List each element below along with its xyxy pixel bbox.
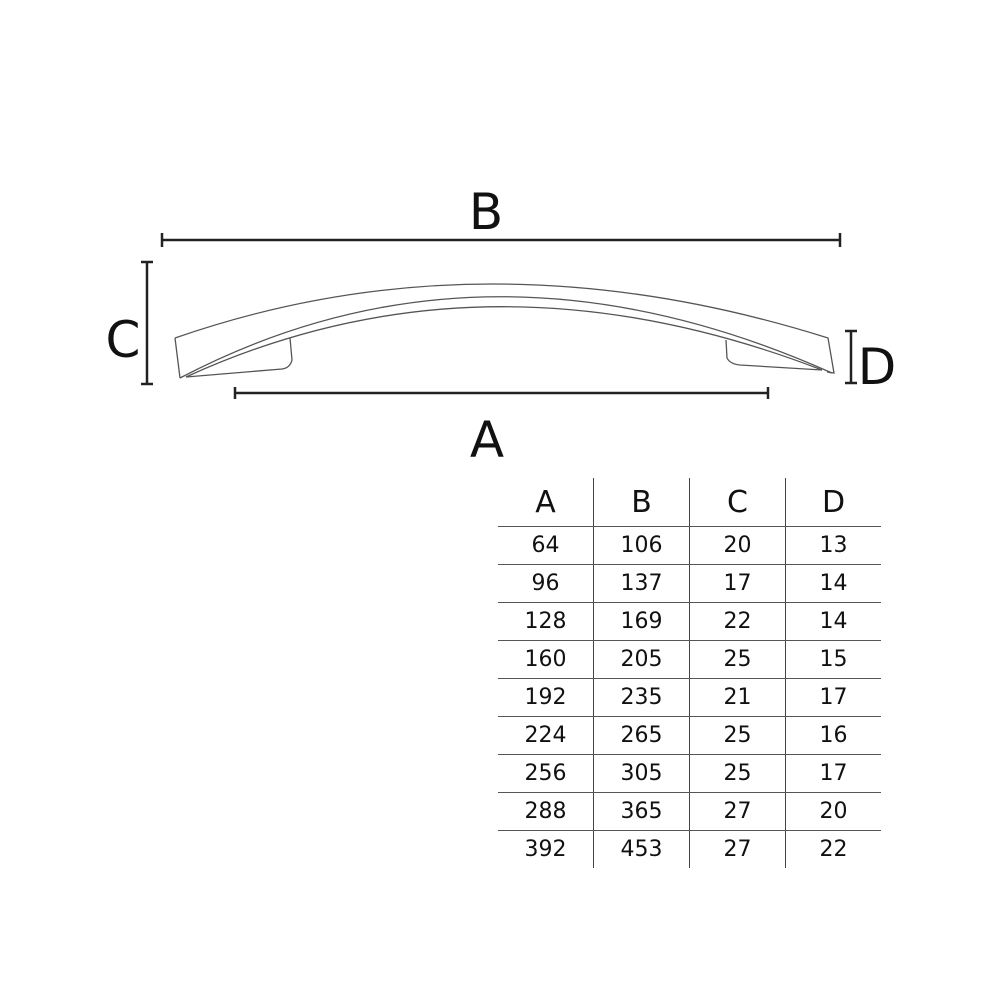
table-cell-a: 192 [498,678,594,717]
table-cell-c: 21 [689,678,786,717]
table-header-row: A B C D [498,478,881,527]
table-cell-c: 27 [689,792,786,831]
handle-outline [174,283,835,379]
table-cell-c: 22 [689,602,786,641]
table-cell-c: 25 [689,716,786,755]
dimension-label-d: D [857,338,897,396]
dimension-label-c: C [105,311,141,369]
dimension-line-c [141,260,153,386]
dimension-line-a [233,387,770,399]
dimension-label-b: B [468,183,504,241]
header-c: C [689,478,786,527]
table-cell-b: 235 [593,678,690,717]
table-cell-b: 453 [593,830,690,868]
table-cell-b: 365 [593,792,690,831]
table-cell-d: 20 [785,792,881,831]
table-cell-a: 96 [498,564,594,603]
table-cell-a: 160 [498,640,594,679]
table-cell-a: 64 [498,526,594,565]
table-cell-d: 13 [785,526,881,565]
table-cell-a: 392 [524,837,567,862]
table-cell-d: 17 [785,678,881,717]
header-a: A [498,478,594,527]
header-b: B [593,478,690,527]
table-cell-b: 205 [593,640,690,679]
table-cell-b: 169 [593,602,690,641]
dimension-label-a: A [469,411,505,469]
table-cell-b: 137 [593,564,690,603]
table-cell-a: 224 [498,716,594,755]
table-cell-d: 14 [785,564,881,603]
table-cell-a: 288 [498,792,594,831]
dimension-line-b [160,233,842,247]
table-cell-c: 17 [689,564,786,603]
table-cell-c: 27 [689,830,786,868]
table-cell-d: 16 [785,716,881,755]
table-cell-d: 17 [785,754,881,793]
table-cell-b: 106 [593,526,690,565]
table-cell-b: 265 [593,716,690,755]
table-cell-d: 15 [785,640,881,679]
table-cell-c: 25 [689,640,786,679]
header-d: D [785,478,881,527]
table-cell-b: 305 [593,754,690,793]
table-cell-a: 128 [498,602,594,641]
table-cell-d: 22 [785,830,881,868]
dimension-line-d [845,329,857,385]
table-cell-c: 25 [689,754,786,793]
table-cell-c: 20 [689,526,786,565]
table-cell-d: 14 [785,602,881,641]
table-cell-a: 256 [498,754,594,793]
